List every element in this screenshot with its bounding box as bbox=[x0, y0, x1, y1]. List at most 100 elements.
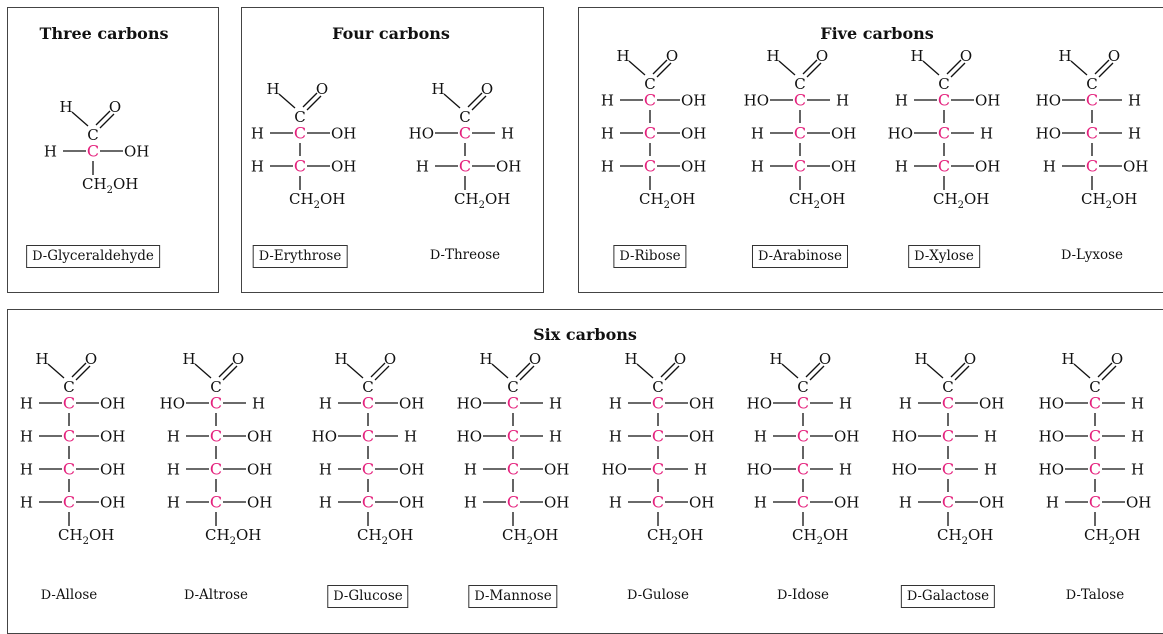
substituent-oh-label: OH bbox=[124, 143, 149, 161]
carbon-mask bbox=[209, 492, 223, 512]
ch2oh-label: CH2OH bbox=[502, 526, 558, 547]
substituent-ho-label: HO bbox=[892, 461, 917, 479]
aldehyde-h-label: H bbox=[914, 350, 927, 368]
sugar-name-glucose: D-Glucose bbox=[327, 585, 409, 608]
substituent-h-label: H bbox=[464, 461, 477, 479]
carbon-mask bbox=[86, 141, 100, 161]
panel-title-five-carbons: Five carbons bbox=[820, 24, 934, 43]
aldehyde-o-label: O bbox=[819, 350, 831, 368]
d-prefix: D- bbox=[258, 249, 274, 264]
chiral-carbon-label: C bbox=[507, 460, 519, 479]
chiral-carbon-label: C bbox=[507, 493, 519, 512]
aldehyde-h-bond bbox=[443, 93, 461, 109]
substituent-ho-label: HO bbox=[457, 428, 482, 446]
substituent-oh-label: OH bbox=[100, 395, 125, 413]
substituent-h-label: H bbox=[980, 125, 993, 143]
substituent-h-label: H bbox=[895, 158, 908, 176]
aldehyde-h-label: H bbox=[766, 47, 779, 65]
aldehyde-c-label: C bbox=[63, 378, 74, 396]
sugar-name-text: Lyxose bbox=[1076, 247, 1124, 263]
chiral-carbon-label: C bbox=[794, 157, 806, 176]
sugar-name-text: Mannose bbox=[489, 588, 552, 604]
carbon-mask bbox=[941, 426, 955, 446]
substituent-h-label: H bbox=[609, 428, 622, 446]
chiral-carbon-label: C bbox=[644, 157, 656, 176]
d-prefix: D- bbox=[40, 588, 56, 603]
sugar-name-altrose: D-Altrose bbox=[179, 585, 253, 606]
substituent-h-label: H bbox=[895, 92, 908, 110]
carbon-mask bbox=[1088, 426, 1102, 446]
substituent-h-label: H bbox=[609, 395, 622, 413]
aldehyde-h-label: H bbox=[769, 350, 782, 368]
carbon-mask bbox=[643, 90, 657, 110]
substituent-oh-label: OH bbox=[689, 494, 714, 512]
aldehyde-double-bond-a bbox=[370, 362, 386, 378]
substituent-oh-label: OH bbox=[399, 461, 424, 479]
chiral-carbon-label: C bbox=[210, 427, 222, 446]
chiral-carbon-label: C bbox=[1089, 427, 1101, 446]
carbon-mask bbox=[458, 156, 472, 176]
carbon-mask bbox=[643, 123, 657, 143]
carbon-mask bbox=[937, 156, 951, 176]
substituent-oh-label: OH bbox=[100, 461, 125, 479]
chiral-carbon-label: C bbox=[797, 394, 809, 413]
substituent-h-label: H bbox=[1043, 158, 1056, 176]
carbon-mask bbox=[506, 393, 520, 413]
chiral-carbon-label: C bbox=[1086, 157, 1098, 176]
substituent-oh-label: OH bbox=[979, 494, 1004, 512]
substituent-oh-label: OH bbox=[834, 428, 859, 446]
substituent-h-label: H bbox=[754, 494, 767, 512]
sugar-name-gulose: D-Gulose bbox=[622, 585, 694, 606]
carbon-mask bbox=[796, 426, 810, 446]
aldehyde-double-bond-a bbox=[1097, 362, 1113, 378]
substituent-h-label: H bbox=[252, 395, 265, 413]
aldehyde-h-bond bbox=[1070, 60, 1088, 76]
aldehyde-double-bond-a bbox=[515, 362, 531, 378]
substituent-ho-label: HO bbox=[744, 92, 769, 110]
substituent-h-label: H bbox=[319, 461, 332, 479]
sugar-name-threose: D-Threose bbox=[425, 245, 505, 266]
chiral-carbon-label: C bbox=[1089, 460, 1101, 479]
carbon-mask bbox=[651, 459, 665, 479]
substituent-h-label: H bbox=[694, 461, 707, 479]
carbon-mask bbox=[796, 393, 810, 413]
panel-title-four-carbons: Four carbons bbox=[332, 24, 450, 43]
substituent-ho-label: HO bbox=[1039, 395, 1064, 413]
aldehyde-double-bond-b bbox=[519, 365, 535, 381]
aldehyde-h-label: H bbox=[910, 47, 923, 65]
substituent-oh-label: OH bbox=[544, 461, 569, 479]
chiral-carbon-label: C bbox=[63, 493, 75, 512]
carbon-mask bbox=[651, 426, 665, 446]
substituent-h-label: H bbox=[167, 428, 180, 446]
aldehyde-double-bond-a bbox=[652, 59, 668, 75]
carbon-mask bbox=[941, 393, 955, 413]
aldehyde-double-bond-a bbox=[467, 92, 483, 108]
carbon-mask bbox=[361, 393, 375, 413]
ch2oh-label: CH2OH bbox=[789, 190, 845, 211]
aldehyde-h-label: H bbox=[1061, 350, 1074, 368]
substituent-oh-label: OH bbox=[399, 395, 424, 413]
substituent-h-label: H bbox=[984, 428, 997, 446]
aldehyde-c-label: C bbox=[652, 378, 663, 396]
sugar-name-glyceraldehyde: D-Glyceraldehyde bbox=[26, 245, 160, 268]
aldehyde-o-label: O bbox=[666, 47, 678, 65]
panel-title-six-carbons: Six carbons bbox=[533, 325, 637, 344]
substituent-h-label: H bbox=[20, 428, 33, 446]
substituent-h-label: H bbox=[601, 125, 614, 143]
substituent-h-label: H bbox=[601, 158, 614, 176]
aldehyde-double-bond-b bbox=[664, 365, 680, 381]
sugar-name-mannose: D-Mannose bbox=[468, 585, 558, 608]
carbon-mask bbox=[793, 156, 807, 176]
carbon-mask bbox=[506, 426, 520, 446]
carbon-mask bbox=[1088, 459, 1102, 479]
substituent-oh-label: OH bbox=[544, 494, 569, 512]
aldehyde-h-label: H bbox=[479, 350, 492, 368]
sugar-name-talose: D-Talose bbox=[1061, 585, 1129, 606]
panel-six-carbons bbox=[7, 309, 1163, 634]
aldehyde-h-label: H bbox=[431, 80, 444, 98]
substituent-oh-label: OH bbox=[834, 494, 859, 512]
substituent-oh-label: OH bbox=[100, 428, 125, 446]
sugar-name-ribose: D-Ribose bbox=[613, 245, 687, 268]
